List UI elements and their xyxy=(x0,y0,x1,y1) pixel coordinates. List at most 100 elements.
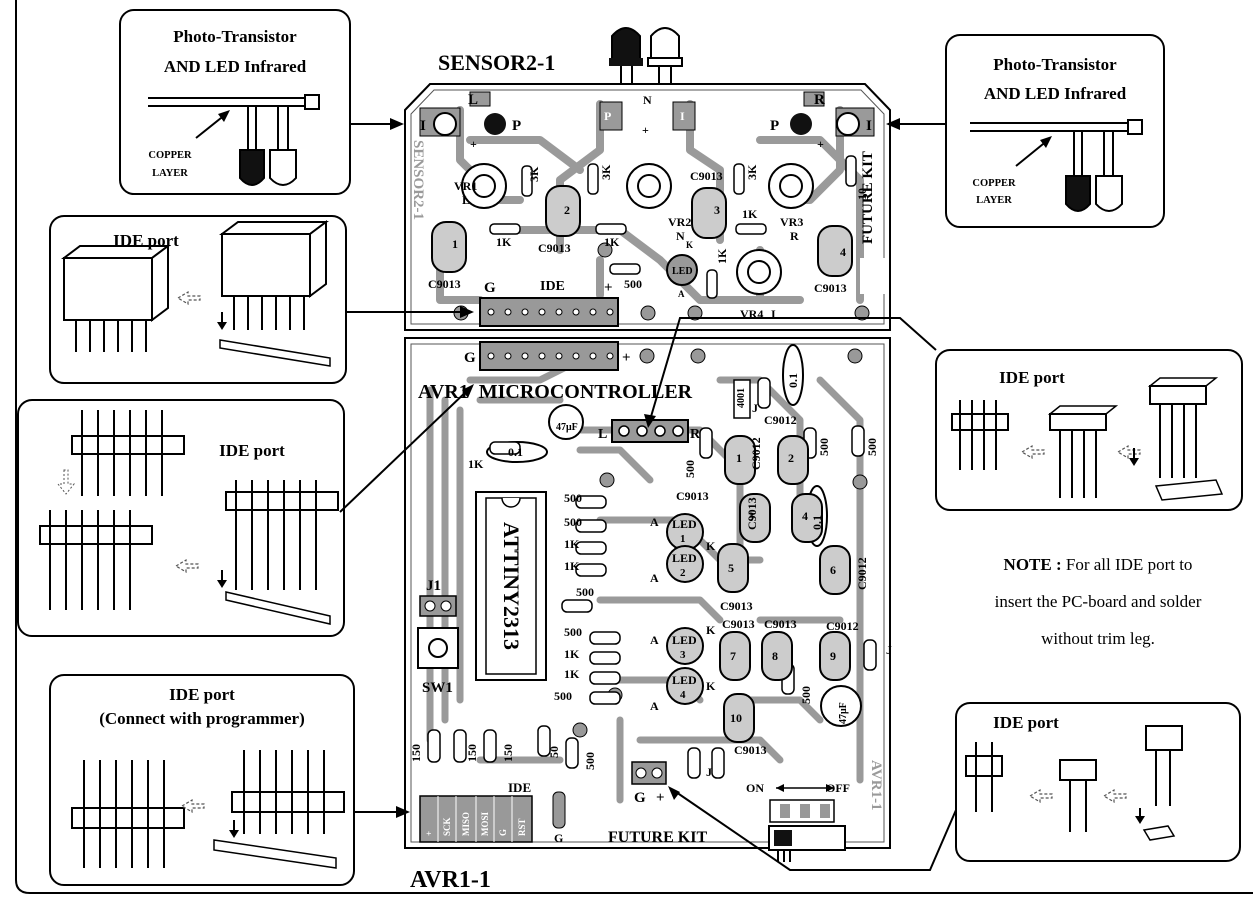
sensor-vr1: VR1 xyxy=(454,179,477,193)
avr-t-5: 5 xyxy=(728,561,734,575)
sensor-r-1k-3: 1K xyxy=(742,207,758,221)
callout-phototransistor-right xyxy=(945,34,1165,228)
avr-led-k-2: K xyxy=(706,623,716,637)
avr-ide-pin-4: MOSI xyxy=(480,811,490,836)
ide-port-programmer-title-1: IDE port xyxy=(169,685,235,704)
callout-ide-port-2pin xyxy=(955,702,1241,862)
sensor-c9013-1: C9013 xyxy=(428,277,461,291)
sensor-num-3: 3 xyxy=(714,203,720,217)
sensor-led: LED xyxy=(672,266,693,277)
avr-ide-pin-5: G xyxy=(498,829,508,836)
avr-j-1: J xyxy=(752,401,758,415)
avr-g-top: G xyxy=(464,350,476,366)
callout-phototransistor-left xyxy=(119,9,351,195)
avr-r4001: 4001 xyxy=(736,388,747,408)
sensor-c9013-2: C9013 xyxy=(538,241,571,255)
avr-ide: IDE xyxy=(508,780,531,795)
sensor-plus-right: + xyxy=(817,137,824,151)
sensor-plus-center: + xyxy=(642,123,649,137)
avr-c9013-3: C9013 xyxy=(722,617,755,631)
avr-led-k-1: K xyxy=(706,539,716,553)
avr-r-1k-2: 1K xyxy=(564,559,580,573)
sensor-ide: IDE xyxy=(540,279,565,294)
callout-ide-port-1 xyxy=(49,215,347,384)
sensor-r-10: 10 xyxy=(855,188,869,200)
avr-lr-L: L xyxy=(598,427,607,442)
sensor-c9013-4: C9013 xyxy=(814,281,847,295)
sensor-vr3: VR3 xyxy=(780,215,803,229)
avr-r-500-8: 500 xyxy=(865,438,879,456)
sensor-I-right: I xyxy=(866,118,872,134)
avr-led-2: LED xyxy=(672,551,697,565)
avr-sw1: SW1 xyxy=(422,680,453,696)
avr-c9013-4: C9013 xyxy=(764,617,797,631)
avr-t-9: 9 xyxy=(830,649,836,663)
sensor-num-4: 4 xyxy=(840,245,846,259)
sensor-L: L xyxy=(468,92,478,108)
sensor-r-3k-1: 3K xyxy=(527,166,541,182)
avr-c9012-3: C9012 xyxy=(749,437,763,470)
avr-c9013-2: C9013 xyxy=(720,599,753,613)
sensor-vr2: VR2 xyxy=(668,215,691,229)
avr-r-500-10: 500 xyxy=(583,752,597,770)
note-prefix: NOTE : xyxy=(1003,555,1062,574)
avr-r-150-1: 150 xyxy=(409,744,423,762)
avr-g-bottom: G xyxy=(554,831,563,845)
sensor-r-1k-4: 1K xyxy=(715,248,729,264)
avr-t-6: 6 xyxy=(830,563,836,577)
avr-micro-label: AVR1 MICROCONTROLLER xyxy=(418,381,693,403)
avr-t-2: 2 xyxy=(788,451,794,465)
avr-r-500-4: 500 xyxy=(564,625,582,639)
avr-c9012-2: C9012 xyxy=(826,619,859,633)
sensor-ide-plus: + xyxy=(604,280,613,296)
ide-port-programmer-title-2: (Connect with programmer) xyxy=(99,709,305,728)
sensor-num-1: 1 xyxy=(452,237,458,251)
avr-led-num-3: 3 xyxy=(680,649,686,661)
ptled-left-title-2: AND LED Infrared xyxy=(164,57,307,76)
sensor-R: R xyxy=(814,92,825,108)
avr-led-a-1: A xyxy=(650,515,659,529)
sensor-I-center: I xyxy=(680,109,685,123)
ide-port-2-title: IDE port xyxy=(219,441,285,460)
avr-board-title: AVR1-1 xyxy=(410,867,491,893)
sensor-P-left: P xyxy=(512,118,521,134)
avr-j1: J1 xyxy=(426,578,441,594)
avr-r-1k-top: 1K xyxy=(468,457,484,471)
avr-led-a-4: A xyxy=(650,699,659,713)
assembly-note: NOTE : For all IDE port to insert the PC… xyxy=(948,546,1248,657)
avr-ide-pin-6: RST xyxy=(517,818,527,836)
callout-arrows xyxy=(339,123,957,871)
avr-r-50: 50 xyxy=(547,746,561,758)
sensor-r-1k-2: 1K xyxy=(604,235,620,249)
avr-plus-top: + xyxy=(622,350,631,366)
ptled-right-title-1: Photo-Transistor xyxy=(993,55,1117,74)
avr-r-500-2: 500 xyxy=(564,515,582,529)
sensor-vr4: VR4 xyxy=(740,307,763,321)
ptled-left-title-1: Photo-Transistor xyxy=(173,27,297,46)
sensor-c9013-3: C9013 xyxy=(690,169,723,183)
sensor-P-center: P xyxy=(604,109,611,123)
note-line-3: without trim leg. xyxy=(1041,629,1155,648)
sensor-r-3k-2: 3K xyxy=(599,164,613,180)
callout-ide-port-2 xyxy=(17,399,345,637)
sensor-vr3-r: R xyxy=(790,229,799,243)
avr-ide-pin-3: MISO xyxy=(461,812,471,836)
sensor-r-3k-3: 3K xyxy=(745,164,759,180)
avr-c9012-1: C9012 xyxy=(764,413,797,427)
avr-t-8: 8 xyxy=(772,649,778,663)
copper-label-right-2: LAYER xyxy=(976,195,1012,206)
sensor-led-k: K xyxy=(686,240,693,250)
sensor-r-500: 500 xyxy=(624,277,642,291)
avr-r-500-3: 500 xyxy=(576,585,594,599)
avr-led-num-1: 1 xyxy=(680,533,686,545)
sensor-P-right: P xyxy=(770,118,779,134)
avr-r-500-7: 500 xyxy=(817,438,831,456)
ide-port-1-title: IDE port xyxy=(113,231,179,250)
avr-c9013-6: C9013 xyxy=(745,497,759,530)
avr-led-num-2: 2 xyxy=(680,567,686,579)
avr-led-4: LED xyxy=(672,673,697,687)
avr-c01-3: 0.1 xyxy=(810,515,824,530)
ide-port-2pin-title: IDE port xyxy=(993,713,1059,732)
avr-t-10: 10 xyxy=(730,711,742,725)
